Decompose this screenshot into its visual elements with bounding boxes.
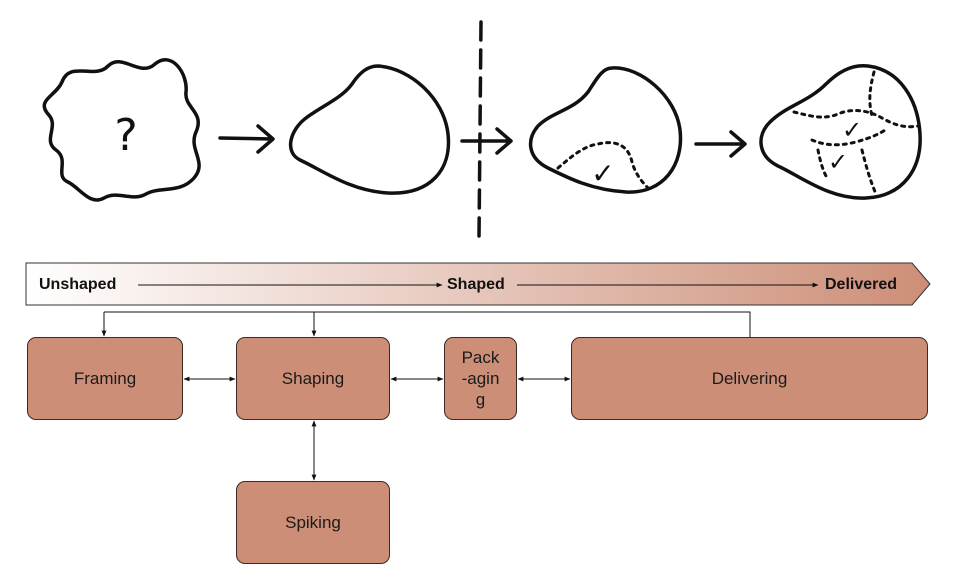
delivered-blob-sketch	[759, 63, 922, 200]
stage-label-unshaped: Unshaped	[39, 276, 117, 293]
progress-bar-arrow	[25, 262, 931, 306]
packaging-label-line-3: g	[475, 390, 486, 409]
partly-delivered-blob-sketch	[528, 66, 683, 194]
shaping-label: Shaping	[281, 369, 345, 388]
sketch-arrow-3	[694, 130, 747, 158]
framing-label: Framing	[73, 369, 137, 388]
feedback-line	[104, 311, 751, 337]
sketch-arrow-1	[218, 124, 275, 154]
check-mark-icon: ✓	[828, 148, 848, 176]
piece-dotted-boundary-2	[792, 109, 920, 129]
shaping-box: Shaping	[236, 337, 390, 420]
packaging-label-line-1: Pack	[461, 348, 500, 367]
stage-label-shaped: Shaped	[447, 276, 505, 293]
spiking-box: Spiking	[236, 481, 390, 564]
sketch-arrow-2	[460, 127, 513, 155]
piece-dotted-boundary-4	[868, 70, 876, 118]
piece-dotted-boundary-5	[860, 148, 878, 196]
check-mark-icon: ✓	[842, 116, 862, 144]
packaging-label-line-2: -agin	[461, 369, 500, 388]
piece-dotted-boundary-3	[810, 126, 890, 147]
piece-dotted-boundary-6	[816, 148, 828, 178]
delivering-label: Delivering	[711, 369, 788, 388]
spiking-label: Spiking	[285, 513, 341, 532]
shaped-blob-sketch	[288, 64, 451, 195]
packaging-box: Pack -agin g	[444, 337, 517, 420]
check-mark-icon: ✓	[591, 157, 614, 190]
unshaped-blob-sketch	[42, 58, 201, 202]
stage-label-delivered: Delivered	[825, 276, 898, 293]
framing-box: Framing	[27, 337, 183, 420]
piece-dotted-boundary-1	[556, 141, 652, 192]
delivering-box: Delivering	[571, 337, 928, 420]
divider-dashed-line	[477, 20, 483, 240]
question-mark-icon: ?	[114, 110, 137, 161]
